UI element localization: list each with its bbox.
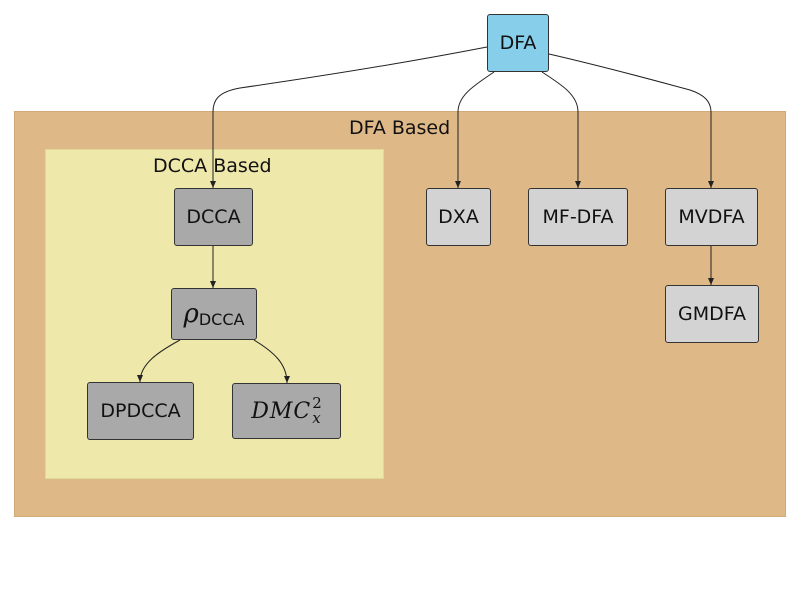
rho-subscript: DCCA	[198, 309, 245, 329]
node-gmdfa: GMDFA	[665, 285, 759, 343]
dmc-base: DMC	[251, 398, 312, 424]
dcca-based-label: DCCA Based	[153, 155, 272, 177]
node-dfa: DFA	[487, 14, 549, 72]
node-dcca: DCCA	[174, 188, 253, 246]
dmc-subscript: x	[312, 409, 321, 427]
node-mf-dfa-label: MF-DFA	[542, 206, 614, 228]
node-dpdcca: DPDCCA	[87, 382, 194, 440]
rho-symbol: ρ	[183, 299, 199, 329]
node-mvdfa: MVDFA	[665, 188, 758, 246]
dfa-based-label: DFA Based	[349, 117, 451, 139]
node-dpdcca-label: DPDCCA	[100, 400, 181, 422]
dmc-superscript: 2	[312, 394, 322, 412]
node-mvdfa-label: MVDFA	[678, 206, 745, 228]
node-dxa: DXA	[426, 188, 491, 246]
node-gmdfa-label: GMDFA	[678, 303, 746, 325]
node-dxa-label: DXA	[438, 206, 479, 228]
node-mf-dfa: MF-DFA	[528, 188, 628, 246]
node-dfa-label: DFA	[499, 32, 537, 54]
node-dcca-label: DCCA	[186, 206, 241, 228]
